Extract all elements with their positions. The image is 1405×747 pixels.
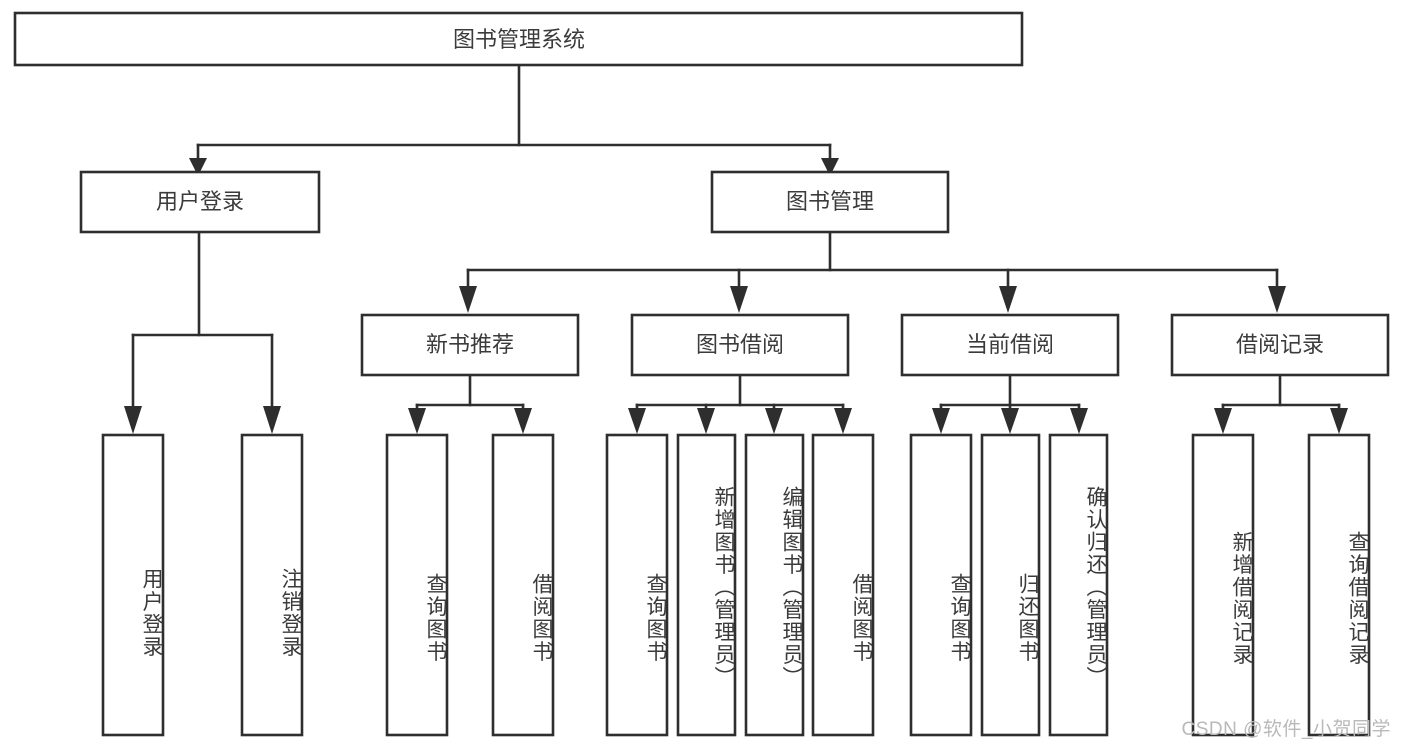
arrow-to-user-login xyxy=(189,158,207,176)
node-book-borrow-label: 图书借阅 xyxy=(696,332,784,357)
node-user-login[interactable]: 用户登录 xyxy=(79,170,321,234)
connector-user-login-children xyxy=(124,230,281,434)
leaf-box-user-login-1[interactable] xyxy=(101,433,165,737)
arrow-to-borrow-record xyxy=(1268,286,1286,313)
leaf-box-book-borrow-3[interactable] xyxy=(744,433,805,737)
arrow-bb-leaf-4 xyxy=(834,408,852,434)
leaf-box-current-borrow-2[interactable] xyxy=(980,433,1041,737)
watermark: CSDN @软件_小贺同学 xyxy=(1181,719,1391,740)
arrow-br-leaf-1 xyxy=(1214,408,1232,434)
leaf-box-borrow-record-2[interactable] xyxy=(1307,433,1371,737)
arrow-to-leaf-user-login xyxy=(124,406,142,434)
connector-new-book-children xyxy=(408,373,532,434)
arrow-cb-leaf-2 xyxy=(1001,408,1019,434)
node-root[interactable]: 图书管理系统 xyxy=(13,11,1024,67)
arrow-nb-leaf-1 xyxy=(408,408,426,434)
node-new-book-recommend-label: 新书推荐 xyxy=(426,332,514,357)
node-user-login-label: 用户登录 xyxy=(156,189,244,214)
arrow-to-book-manage xyxy=(821,158,839,176)
arrow-to-leaf-logout xyxy=(263,406,281,434)
node-root-label: 图书管理系统 xyxy=(453,27,585,52)
connector-book-borrow-children xyxy=(628,373,852,434)
arrow-to-current-borrow xyxy=(999,286,1017,313)
leaf-box-book-borrow-2[interactable] xyxy=(676,433,737,737)
leaf-box-book-borrow-4[interactable] xyxy=(811,433,875,737)
connector-root-to-level2 xyxy=(189,63,839,176)
node-book-borrow[interactable]: 图书借阅 xyxy=(630,313,850,377)
arrow-to-book-borrow xyxy=(730,286,748,313)
node-borrow-record[interactable]: 借阅记录 xyxy=(1170,313,1390,377)
arrow-br-leaf-2 xyxy=(1330,408,1348,434)
arrow-bb-leaf-2 xyxy=(697,408,715,434)
arrow-nb-leaf-2 xyxy=(514,408,532,434)
arrow-bb-leaf-3 xyxy=(765,408,783,434)
connector-current-borrow-children xyxy=(932,373,1088,434)
node-new-book-recommend[interactable]: 新书推荐 xyxy=(360,313,580,377)
connector-book-manage-to-level3 xyxy=(459,230,1286,313)
leaf-box-user-login-2[interactable] xyxy=(240,433,304,737)
node-current-borrow-label: 当前借阅 xyxy=(966,332,1054,357)
node-borrow-record-label: 借阅记录 xyxy=(1236,332,1324,357)
node-book-manage-label: 图书管理 xyxy=(786,189,874,214)
node-book-manage[interactable]: 图书管理 xyxy=(710,170,950,234)
connector-borrow-record-children xyxy=(1214,373,1348,434)
arrow-cb-leaf-1 xyxy=(932,408,950,434)
node-current-borrow[interactable]: 当前借阅 xyxy=(900,313,1120,377)
leaf-box-new-book-1[interactable] xyxy=(385,433,449,737)
arrow-bb-leaf-1 xyxy=(628,408,646,434)
leaf-box-new-book-2[interactable] xyxy=(491,433,555,737)
leaf-box-current-borrow-1[interactable] xyxy=(909,433,973,737)
leaf-box-current-borrow-3[interactable] xyxy=(1048,433,1109,737)
leaf-box-book-borrow-1[interactable] xyxy=(605,433,669,737)
arrow-cb-leaf-3 xyxy=(1070,408,1088,434)
leaf-box-borrow-record-1[interactable] xyxy=(1191,433,1255,737)
arrow-to-new-book xyxy=(459,286,477,313)
